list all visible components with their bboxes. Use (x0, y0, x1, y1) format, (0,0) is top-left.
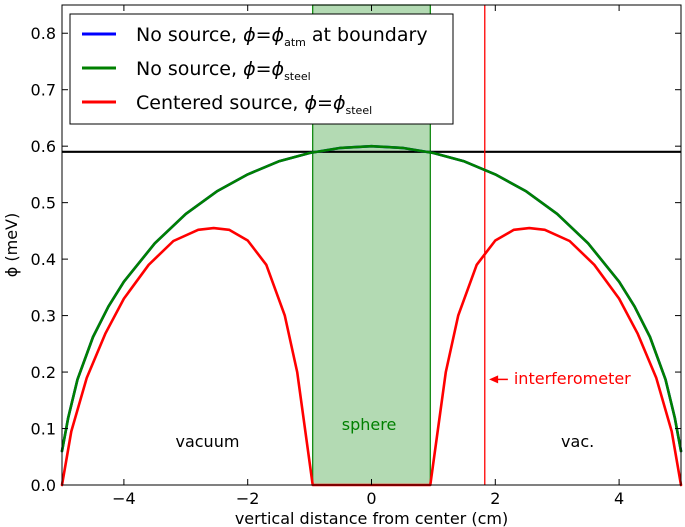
annotation-sphere: sphere (342, 415, 397, 434)
series-line-2 (60, 144, 683, 453)
legend-label-1: No source, ϕ=ϕatm at boundary (136, 24, 428, 49)
x-tick-label: −2 (236, 489, 260, 508)
x-tick-label: 2 (490, 489, 500, 508)
y-tick-label: 0.5 (31, 194, 56, 213)
axes-layer: −4 −2 0 2 4 0.0 0.1 0.2 0.3 0.4 0.5 0.6 0.7 0.8 (31, 4, 682, 508)
annotation-interferometer: interferometer (514, 369, 631, 388)
x-axis-label: vertical distance from center (cm) (235, 509, 508, 527)
y-tick-label: 0.0 (31, 476, 56, 495)
legend-box (69, 13, 454, 125)
y-tick-label: 0.7 (31, 81, 56, 100)
x-tick-label: 4 (614, 489, 624, 508)
y-axis-label: ϕ (meV) (2, 213, 21, 278)
x-tick-label: 0 (366, 489, 376, 508)
legend-label-3: Centered source, ϕ=ϕsteel (136, 92, 372, 117)
annotation-vac: vac. (561, 432, 594, 451)
legend: No source, ϕ=ϕatm at boundary No source, … (69, 13, 454, 125)
legend-label-2: No source, ϕ=ϕsteel (136, 58, 311, 83)
x-tick-label: −4 (112, 489, 136, 508)
y-tick-label: 0.6 (31, 137, 56, 156)
y-tick-label: 0.2 (31, 363, 56, 382)
y-tick-label: 0.8 (31, 24, 56, 43)
annotation-vacuum: vacuum (175, 432, 239, 451)
y-tick-label: 0.4 (31, 250, 56, 269)
annotation-arrow-head (489, 375, 499, 384)
annotations-layer: vacuum sphere vac. interferometer (175, 369, 631, 451)
reference-lines-layer (62, 5, 681, 485)
y-tick-label: 0.1 (31, 420, 56, 439)
y-tick-label: 0.3 (31, 307, 56, 326)
